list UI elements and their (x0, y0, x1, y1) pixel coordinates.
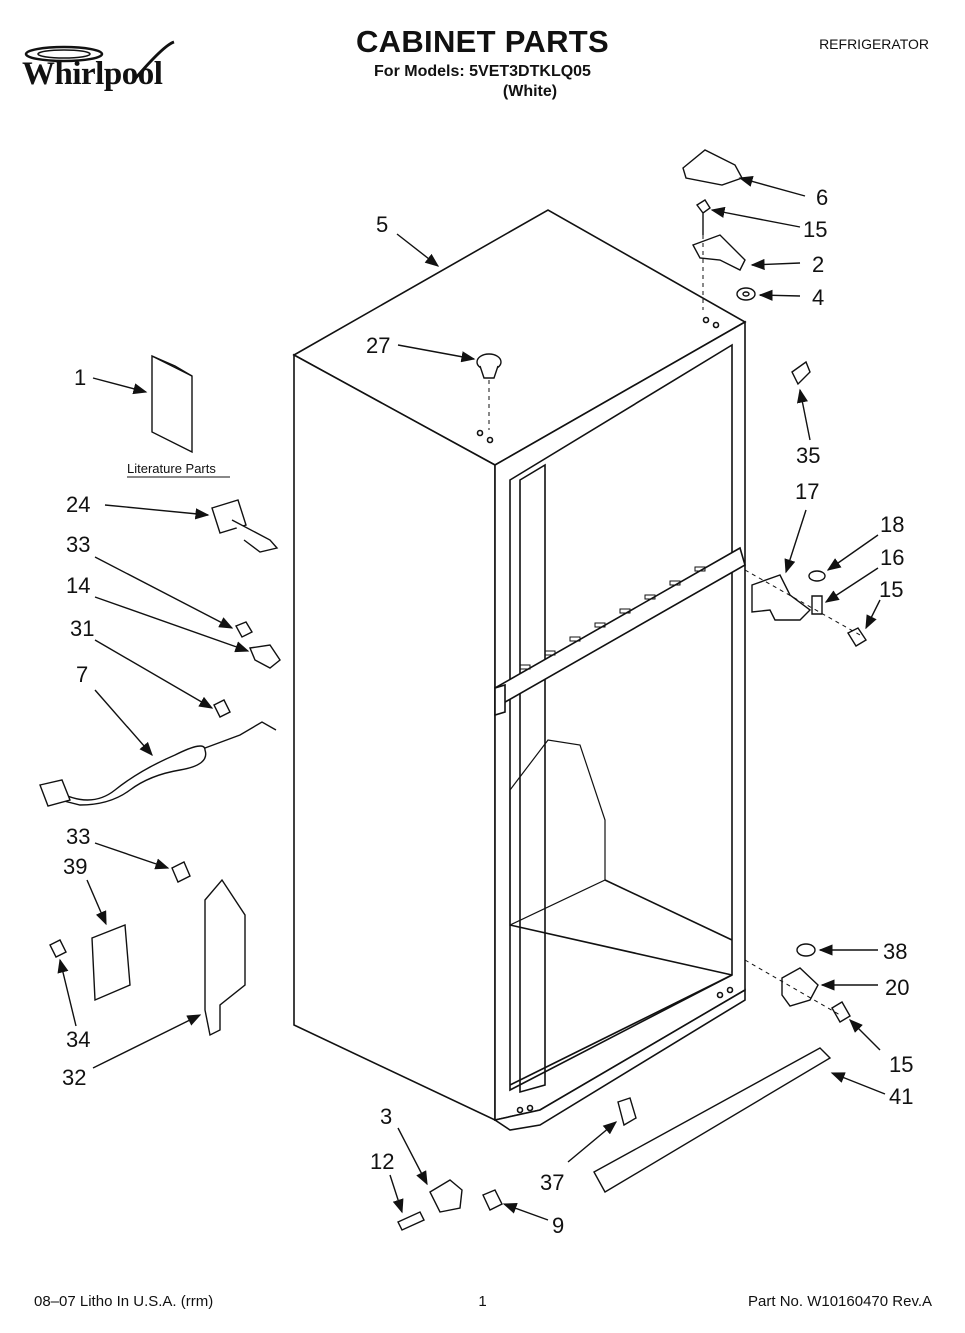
callout-33-lower: 33 (66, 824, 90, 849)
callout-4: 4 (812, 285, 824, 310)
models-line: For Models: 5VET3DTKLQ05 (374, 63, 591, 80)
bottom-hinge-part (781, 967, 819, 1007)
power-plug-part (39, 779, 71, 807)
literature-parts-label: Literature Parts (127, 461, 216, 476)
base-grille-part (593, 1047, 832, 1193)
color-line: (White) (502, 83, 558, 100)
screw-part-6 (49, 939, 67, 958)
callout-24: 24 (66, 492, 90, 517)
screw-part-5 (171, 861, 191, 883)
screw-part-8 (482, 1189, 503, 1211)
callout-15-top: 15 (803, 217, 827, 242)
category-label: REFRIGERATOR (819, 36, 929, 52)
bracket-plate-part (204, 878, 246, 1037)
callout-9: 9 (552, 1213, 564, 1238)
screw-part (695, 199, 711, 235)
screw-part-7 (831, 1001, 851, 1023)
cord-clamp-part (249, 644, 281, 669)
callout-7: 7 (76, 662, 88, 687)
logo-swoosh-icon (24, 40, 175, 81)
callout-12: 12 (370, 1149, 394, 1174)
center-hinge-part (751, 574, 812, 621)
callout-3: 3 (380, 1104, 392, 1129)
callout-38: 38 (883, 939, 907, 964)
power-cord-part (54, 745, 207, 806)
page-number: 1 (478, 1293, 487, 1310)
hinge-cap-part (791, 360, 811, 386)
callout-35: 35 (796, 443, 820, 468)
callout-17: 17 (795, 479, 819, 504)
footer-print-info: 08–07 Litho In U.S.A. (rrm) (34, 1293, 214, 1310)
callout-33-upper: 33 (66, 532, 90, 557)
callout-20: 20 (885, 975, 909, 1000)
callout-32: 32 (62, 1065, 86, 1090)
callout-16: 16 (880, 545, 904, 570)
screw-part-2 (847, 627, 867, 647)
literature-parts-booklet (151, 354, 193, 454)
callout-41: 41 (889, 1084, 913, 1109)
hinge-cover-part (682, 149, 744, 186)
page-title: CABINET PARTS (355, 24, 610, 59)
screw-part-3 (235, 621, 253, 638)
washer-part-2 (808, 570, 826, 582)
callout-6: 6 (816, 185, 828, 210)
brand-wordmark: Whirlpool (22, 56, 163, 92)
callout-27: 27 (366, 333, 390, 358)
callout-15-middle: 15 (879, 577, 903, 602)
brand-logo: Whirlpool (14, 40, 204, 100)
washer-part-3 (796, 943, 816, 957)
grille-clip-part (617, 1097, 637, 1127)
hinge-pin-part (811, 595, 823, 615)
callout-18: 18 (880, 512, 904, 537)
callout-31: 31 (70, 616, 94, 641)
roller-pin-part (397, 1211, 425, 1231)
cover-plate-part (91, 924, 131, 1002)
callout-37: 37 (540, 1170, 564, 1195)
roller-part (429, 1179, 463, 1213)
part-number: Part No. W10160470 Rev.A (748, 1293, 932, 1310)
callout-14: 14 (66, 573, 90, 598)
callout-15-bottom: 15 (889, 1052, 913, 1077)
screw-part-4 (213, 699, 231, 718)
callout-39: 39 (63, 854, 87, 879)
top-hinge-part (692, 234, 746, 271)
callout-1: 1 (74, 365, 86, 390)
callout-5: 5 (376, 212, 388, 237)
callout-2: 2 (812, 252, 824, 277)
refrigerator-cabinet (292, 209, 747, 1131)
callout-34: 34 (66, 1027, 90, 1052)
